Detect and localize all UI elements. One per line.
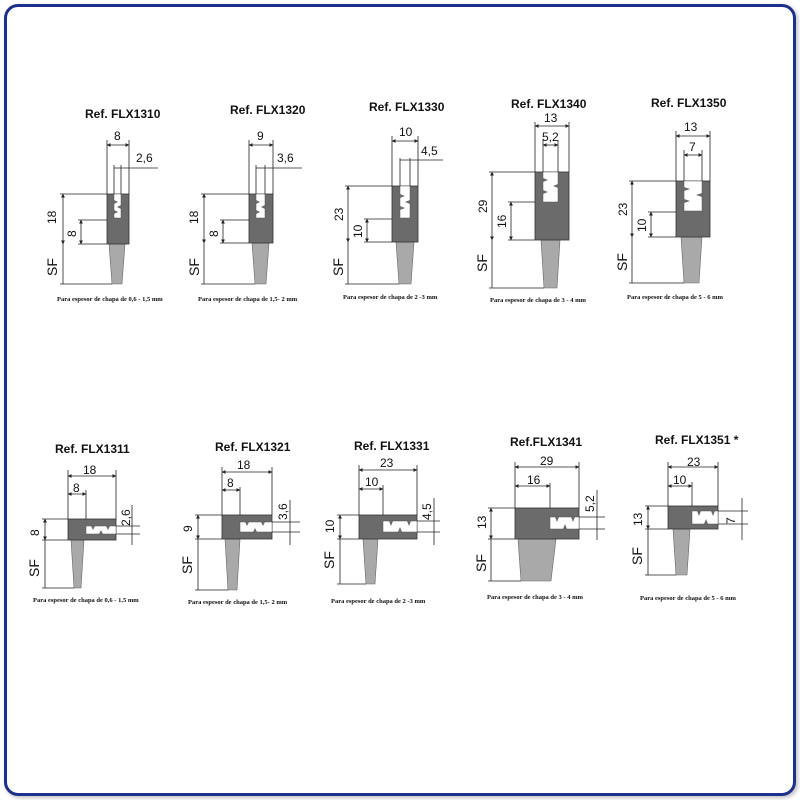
profile-flx1340: Ref. FLX1340 13 5,2 29 16 SF Para espeso… [474,97,587,304]
dim-slot-depth: 10 [673,473,687,487]
dim-height: 9 [181,525,195,532]
profile-flx1311: Ref. FLX1311 18 8 2,6 8 SF Para espesor … [26,442,140,604]
caption: Para espesor de chapa de 1,5- 2 mm [198,296,298,303]
dim-width: 18 [237,458,251,472]
dim-height: 18 [45,210,59,224]
dim-width: 18 [83,463,97,477]
sf-label: SF [186,258,202,276]
profile-flx1331: Ref. FLX1331 23 10 4,5 10 SF Para espeso… [321,439,440,605]
dim-slot: 5,2 [583,495,597,512]
dim-height: 29 [476,199,490,213]
ref-label: Ref. FLX1331 [354,439,430,453]
dim-width: 10 [399,125,413,139]
sf-label: SF [629,547,645,565]
dim-slot: 3,6 [277,151,294,165]
caption: Para espesor de chapa de 3 - 4 mm [490,297,587,304]
ref-label: Ref. FLX1340 [511,97,587,111]
dim-base: 16 [495,214,509,228]
dim-slot: 2,6 [119,509,133,526]
sf-label: SF [473,554,489,572]
caption: Para espesor de chapa de 3 - 4 mm [487,594,584,601]
dim-slot-depth: 8 [73,481,80,495]
dim-slot: 7 [724,517,738,524]
ref-label: Ref. FLX1320 [230,103,306,117]
dim-height: 10 [323,519,337,533]
sf-label: SF [614,253,630,271]
dim-height: 13 [631,512,645,526]
sf-label: SF [26,559,42,577]
dim-slot: 3,6 [276,503,290,520]
profile-flx1330: Ref. FLX1330 10 4,5 23 10 SF Para espeso… [330,100,445,301]
dim-slot: 7 [689,140,696,154]
dim-height: 23 [332,207,346,221]
dim-base: 8 [65,230,79,237]
dim-base: 10 [351,224,365,238]
dim-height: 18 [187,210,201,224]
dim-slot: 2,6 [136,151,153,165]
ref-label: Ref.FLX1341 [510,435,582,449]
caption: Para espesor de chapa de 2 -3 mm [331,598,426,605]
profile-flx1341: Ref.FLX1341 29 16 5,2 13 SF Para espesor… [473,435,605,601]
dim-slot-depth: 10 [365,475,379,489]
profile-flx1321: Ref. FLX1321 18 8 3,6 9 SF Para espesor … [179,440,300,606]
dim-width: 9 [257,129,264,143]
dim-width: 23 [687,455,701,469]
dim-slot-depth: 16 [527,473,541,487]
ref-label: Ref. FLX1321 [215,440,291,454]
ref-label: Ref. FLX1330 [369,100,445,114]
profile-flx1310: Ref. FLX1310 8 2,6 18 8 SF Para espesor … [44,107,163,303]
dim-slot: 4,5 [420,503,434,520]
profile-flx1320: Ref. FLX1320 9 3,6 18 8 SF Para espesor … [186,103,306,303]
dim-base: 8 [207,230,221,237]
dim-width: 23 [380,456,394,470]
dim-width: 13 [544,111,558,125]
caption: Para espesor de chapa de 0,6 - 1,5 mm [33,597,139,604]
dim-base: 10 [635,218,649,232]
dim-width: 29 [540,454,554,468]
sf-label: SF [474,254,490,272]
profile-flx1350: Ref. FLX1350 13 7 23 10 SF Para espesor … [614,96,727,301]
dim-slot: 5,2 [542,130,559,144]
dim-slot-depth: 8 [227,476,234,490]
dim-height: 8 [28,529,42,536]
ref-label: Ref. FLX1351 * [655,433,739,447]
dim-width: 8 [114,129,121,143]
caption: Para espesor de chapa de 5 - 6 mm [627,294,724,301]
ref-label: Ref. FLX1350 [651,96,727,110]
dim-width: 13 [684,120,698,134]
dim-height: 13 [475,515,489,529]
dim-height: 23 [616,202,630,216]
sf-label: SF [330,258,346,276]
profile-flx1351: Ref. FLX1351 * 23 10 7 13 SF Para espeso… [629,433,748,602]
caption: Para espesor de chapa de 0,6 - 1,5 mm [57,296,163,303]
caption: Para espesor de chapa de 1,5- 2 mm [188,599,288,606]
outer-frame [4,4,796,796]
ref-label: Ref. FLX1311 [55,442,130,456]
ref-label: Ref. FLX1310 [85,107,161,121]
dim-slot: 4,5 [421,144,438,158]
sf-label: SF [44,258,60,276]
caption: Para espesor de chapa de 2 -3 mm [343,294,438,301]
sf-label: SF [179,556,195,574]
sf-label: SF [321,551,337,569]
caption: Para espesor de chapa de 5 - 6 mm [640,595,737,602]
